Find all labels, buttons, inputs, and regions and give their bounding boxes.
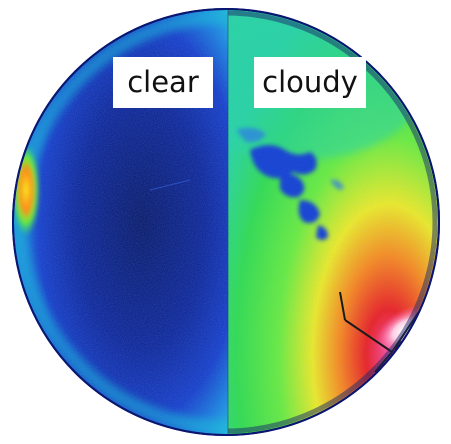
clear-label: clear [113, 57, 213, 108]
cloudy-label: cloudy [254, 57, 366, 108]
